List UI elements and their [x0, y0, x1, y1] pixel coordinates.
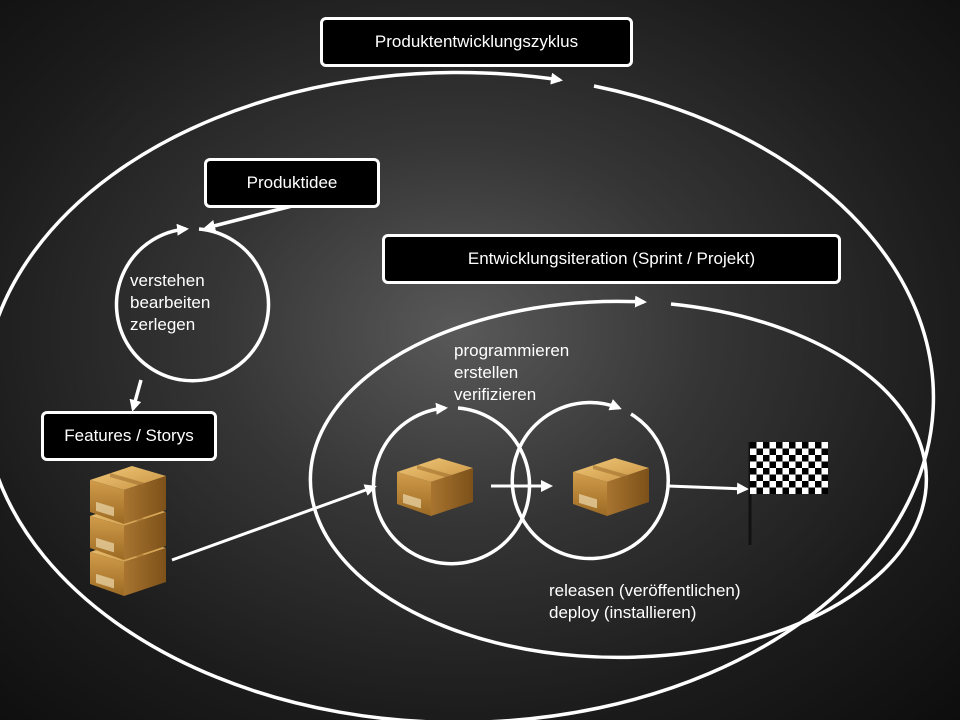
- idea-step: verstehen: [130, 271, 205, 290]
- build-step: verifizieren: [454, 385, 537, 404]
- backlog-to-build-arrow: [171, 484, 377, 562]
- product-cycle-label: Produktentwicklungszyklus: [320, 17, 633, 67]
- cardboard-box-icon: [573, 458, 649, 516]
- product-idea-label: Produktidee: [204, 158, 380, 208]
- idea-step: bearbeiten: [130, 293, 211, 312]
- release-to-finish-arrow: [667, 482, 749, 495]
- build-step: programmieren: [454, 341, 570, 360]
- features-label: Features / Storys: [41, 411, 217, 461]
- dev-iteration-label: Entwicklungsiteration (Sprint / Projekt): [382, 234, 841, 284]
- checkered-flag-icon: [748, 442, 828, 545]
- build-steps-text: programmieren erstellen verifizieren: [454, 340, 569, 406]
- release-steps-text: releasen (veröffentlichen) deploy (insta…: [549, 580, 741, 624]
- backlog-box-stack: [90, 466, 166, 596]
- idea-step: zerlegen: [130, 315, 196, 334]
- idea-loop: [114, 223, 271, 383]
- idea-steps-text: verstehen bearbeiten zerlegen: [130, 270, 210, 336]
- product-cycle-loop: [0, 70, 936, 720]
- release-step: deploy (installieren): [549, 603, 697, 622]
- idea-to-loop-arrow: [203, 204, 293, 232]
- dev-iteration-loop: [308, 295, 929, 660]
- build-step: erstellen: [454, 363, 519, 382]
- loop-to-features-arrow: [129, 379, 143, 412]
- release-step: releasen (veröffentlichen): [549, 581, 741, 600]
- cardboard-box-icon: [397, 458, 473, 516]
- release-loop: [510, 399, 670, 561]
